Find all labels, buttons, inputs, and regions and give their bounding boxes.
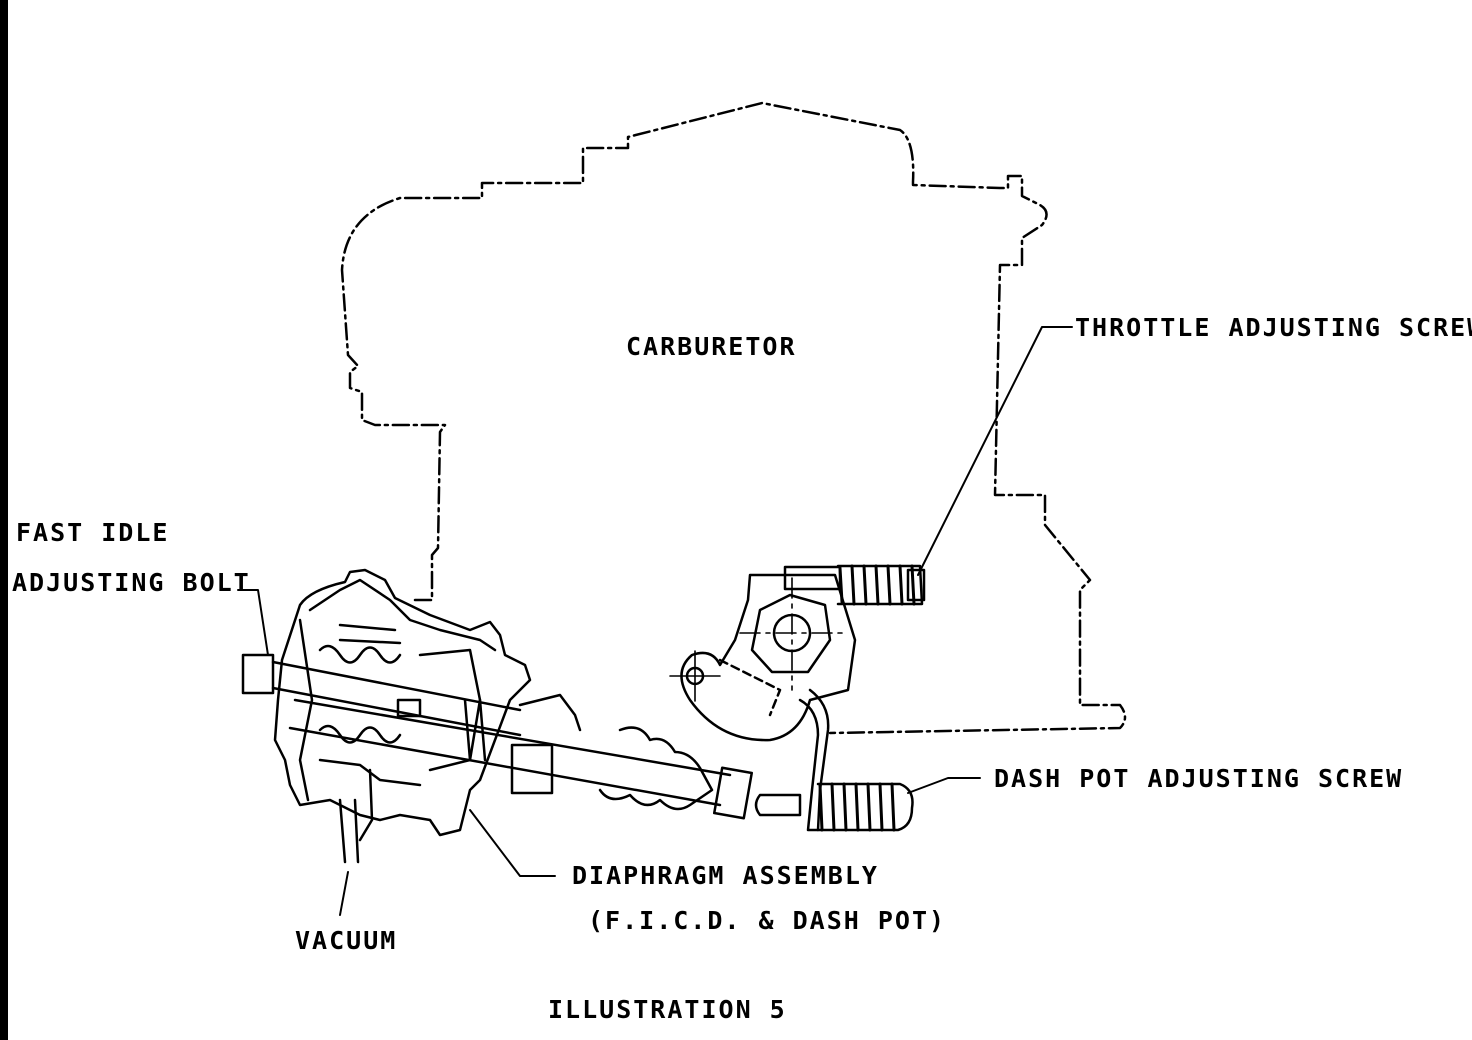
throttle-screw-thread: [838, 564, 916, 606]
diaphragm-housing: [273, 568, 532, 837]
rubber-boot: [598, 726, 714, 811]
diaphragm-spring-lower: [318, 724, 402, 744]
label-carburetor: CARBURETOR: [626, 332, 797, 361]
diaphragm-spring-upper: [318, 644, 402, 664]
dash-pot-rod: [798, 688, 830, 832]
leader-fast-idle: [237, 589, 269, 656]
carburetor-outline: [340, 101, 1127, 735]
scan-edge: [0, 0, 8, 1040]
label-fast-idle-line1: FAST IDLE: [16, 518, 170, 547]
label-dash-pot-adjusting-screw: DASH POT ADJUSTING SCREW: [994, 764, 1404, 793]
leader-diaphragm: [469, 809, 556, 877]
fast-idle-bolt-head: [241, 653, 275, 695]
label-fast-idle-line2: ADJUSTING BOLT: [12, 568, 251, 597]
figure-caption: ILLUSTRATION 5: [548, 995, 787, 1024]
linkage-nut: [750, 593, 832, 674]
label-throttle-adjusting-screw: THROTTLE ADJUSTING SCREW: [1075, 313, 1472, 342]
vacuum-pipe: [338, 768, 374, 864]
dash-pot-screw-thread: [818, 782, 896, 832]
leader-vacuum: [339, 871, 349, 916]
throttle-screw-head: [783, 565, 842, 591]
shaft-end-nut: [712, 766, 754, 820]
main-shaft: [271, 660, 522, 737]
leader-dash-pot: [907, 777, 981, 794]
leader-throttle: [917, 326, 1073, 576]
throttle-plate: [680, 573, 857, 742]
label-diaphragm-assembly: DIAPHRAGM ASSEMBLY: [572, 861, 879, 890]
label-vacuum: VACUUM: [295, 926, 398, 955]
label-diaphragm-subtitle: (F.I.C.D. & DASH POT): [588, 906, 947, 935]
